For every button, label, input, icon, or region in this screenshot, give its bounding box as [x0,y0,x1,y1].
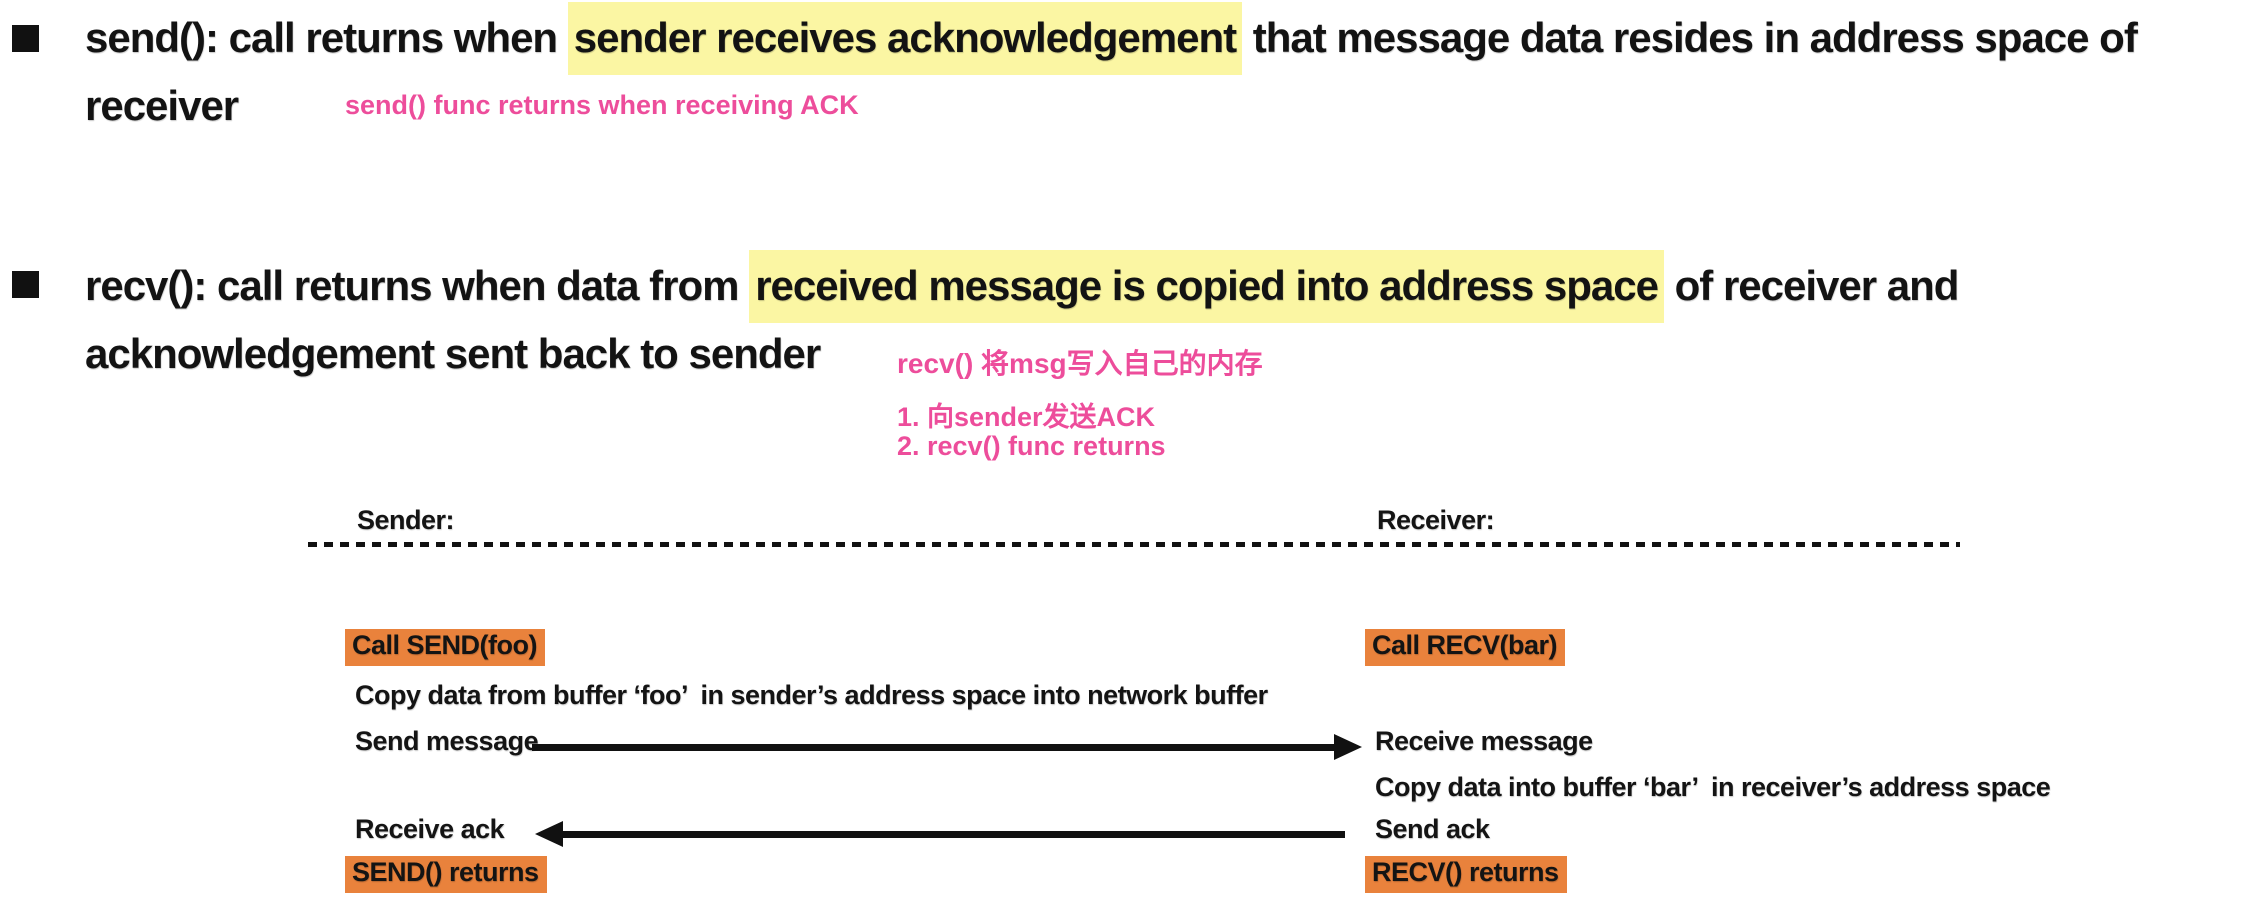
send-line1-post: that message data resides in address spa… [1242,14,2138,61]
call-send-highlight: Call SEND(foo) [345,629,545,666]
ack-arrow-shaft [561,831,1345,838]
bullet-recv-line1: recv(): call returns when data from rece… [85,250,1960,323]
copy-bar-step: Copy data into buffer ‘bar’ in receiver’… [1375,772,2051,802]
recv-line1-post: of receiver and [1663,262,1960,309]
call-recv-highlight: Call RECV(bar) [1365,629,1566,666]
bullet-recv-line2: acknowledgement sent back to sender [85,330,821,377]
annotation-send-ack: send() func returns when receiving ACK [345,90,859,120]
recv-returns-step: RECV() returns [1365,856,1567,893]
dashed-divider-line [308,542,1960,547]
annotation-recv-step-2: 2. recv() func returns [897,431,1166,461]
annotation-recv-step-1: 1. 向sender发送ACK [897,402,1156,432]
ack-arrow-left-icon [535,821,1345,847]
annotation-recv-heading: recv() 将msg写入自己的内存 [897,348,1263,379]
send-line1-pre: send(): call returns when [85,14,568,61]
bullet-send-definition: send(): call returns when sender receive… [85,2,2138,140]
receive-ack-step: Receive ack [355,814,505,844]
bullet-square-icon [12,271,39,298]
bullet-square-icon [12,25,39,52]
send-message-step: Send message [355,726,539,756]
message-arrowhead-icon [1334,734,1362,760]
highlight-received-message-copied: received message is copied into address … [749,250,1664,323]
bullet-send-line2: receiver [85,82,239,129]
sender-column-label: Sender: [357,505,455,535]
receive-message-step: Receive message [1375,726,1593,756]
send-ack-step: Send ack [1375,814,1490,844]
recv-returns-highlight: RECV() returns [1365,856,1567,893]
call-send-step: Call SEND(foo) [345,629,545,666]
message-arrow-right-icon [532,734,1362,760]
send-returns-step: SEND() returns [345,856,547,893]
message-arrow-shaft [532,744,1336,751]
recv-line1-pre: recv(): call returns when data from [85,262,750,309]
receiver-column-label: Receiver: [1377,505,1495,535]
ack-arrowhead-icon [535,821,563,847]
bullet-recv-definition: recv(): call returns when data from rece… [85,250,1960,388]
call-recv-step: Call RECV(bar) [1365,629,1566,666]
annotation-recv-steps: 1. 向sender发送ACK 2. recv() func returns [897,403,1166,461]
highlight-sender-receives-ack: sender receives acknowledgement [567,2,1243,75]
copy-foo-step: Copy data from buffer ‘foo’ in sender’s … [355,680,1268,710]
send-returns-highlight: SEND() returns [345,856,547,893]
bullet-send-line1: send(): call returns when sender receive… [85,2,2138,75]
